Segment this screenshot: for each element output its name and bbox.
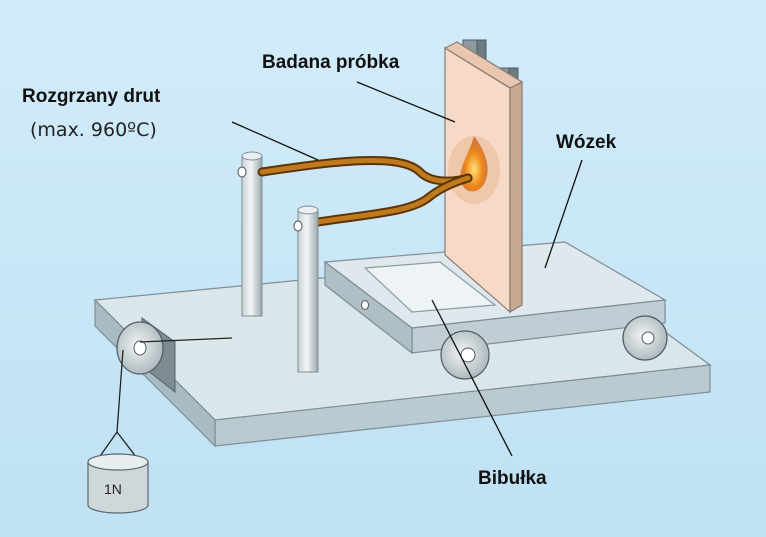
- pulley: [116, 317, 176, 394]
- tissue-leader: [431, 299, 513, 457]
- sample-leader: [356, 81, 456, 123]
- label-wire: Rozgrzany drut: [22, 86, 161, 107]
- wire-support-pole-back: [237, 151, 263, 317]
- heated-wire: [257, 156, 473, 227]
- cart-wheel-front: [440, 330, 490, 380]
- cart-wheel-back: [622, 315, 668, 361]
- label-cart: Wózek: [556, 132, 617, 153]
- weight-1n: 1N: [87, 453, 149, 514]
- label-tissue: Bibułka: [478, 468, 547, 489]
- weight-label: 1N: [104, 481, 122, 497]
- label-sample: Badana próbka: [262, 52, 400, 73]
- cart-leader: [544, 159, 583, 269]
- flame: [448, 136, 500, 204]
- leader-lines: [231, 81, 583, 457]
- tissue-paper: [363, 261, 497, 313]
- label-wire-temp: (max. 960ºC): [30, 119, 157, 141]
- wire-support-pole-front: [293, 205, 319, 373]
- wire-leader: [231, 121, 319, 161]
